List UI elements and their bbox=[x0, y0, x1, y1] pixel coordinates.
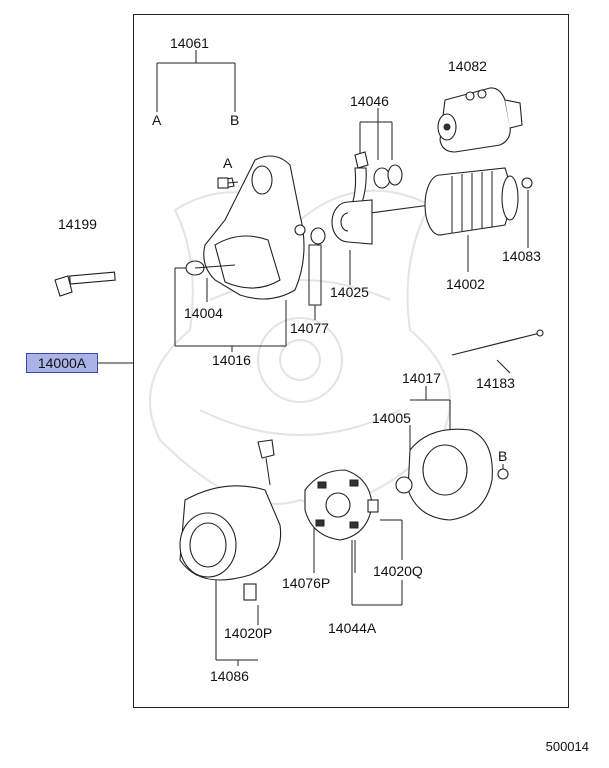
leader-lines bbox=[98, 50, 529, 666]
part-label-14002[interactable]: 14002 bbox=[446, 276, 485, 292]
armature-14002 bbox=[354, 167, 533, 236]
solenoid-14082 bbox=[437, 87, 523, 153]
part-label-14020p[interactable]: 14020P bbox=[224, 625, 273, 641]
diagram-id: 500014 bbox=[545, 739, 589, 754]
marker-label-a: A bbox=[223, 155, 233, 171]
part-label-14044a[interactable]: 14044A bbox=[328, 620, 377, 636]
part-label-14199[interactable]: 14199 bbox=[58, 216, 97, 232]
part-label-14020q[interactable]: 14020Q bbox=[373, 563, 423, 579]
rear-bracket-14017 bbox=[395, 428, 509, 521]
screw-marker-a bbox=[217, 177, 239, 189]
lever-14046 bbox=[344, 151, 403, 223]
part-label-14061[interactable]: 14061 bbox=[170, 35, 209, 51]
part-label-14005[interactable]: 14005 bbox=[372, 410, 411, 426]
through-bolt-14183 bbox=[451, 329, 544, 356]
bolt-14199 bbox=[54, 271, 116, 297]
part-label-14086[interactable]: 14086 bbox=[210, 668, 249, 684]
yoke-14086 bbox=[179, 439, 282, 601]
front-bracket-14016 bbox=[185, 155, 306, 300]
assembly-part-badge[interactable]: 14000A bbox=[26, 353, 98, 373]
part-label-14083[interactable]: 14083 bbox=[502, 248, 541, 264]
part-label-14076p[interactable]: 14076P bbox=[282, 575, 331, 591]
part-label-14061-b: B bbox=[230, 112, 240, 128]
part-label-14046[interactable]: 14046 bbox=[350, 93, 389, 109]
part-label-14061-a: A bbox=[152, 112, 162, 128]
part-label-14004[interactable]: 14004 bbox=[184, 305, 223, 321]
part-label-14183[interactable]: 14183 bbox=[476, 375, 515, 391]
diagram-frame bbox=[133, 14, 569, 708]
part-label-14077[interactable]: 14077 bbox=[290, 320, 329, 336]
clutch-14025 bbox=[310, 199, 373, 245]
part-label-14025[interactable]: 14025 bbox=[330, 284, 369, 300]
assembly-part-number: 14000A bbox=[37, 355, 87, 371]
marker-label-b: B bbox=[498, 448, 508, 464]
brush-holder-14044a bbox=[304, 469, 379, 541]
part-label-14082[interactable]: 14082 bbox=[448, 58, 487, 74]
part-label-14016[interactable]: 14016 bbox=[212, 352, 251, 368]
part-label-14017[interactable]: 14017 bbox=[402, 370, 441, 386]
